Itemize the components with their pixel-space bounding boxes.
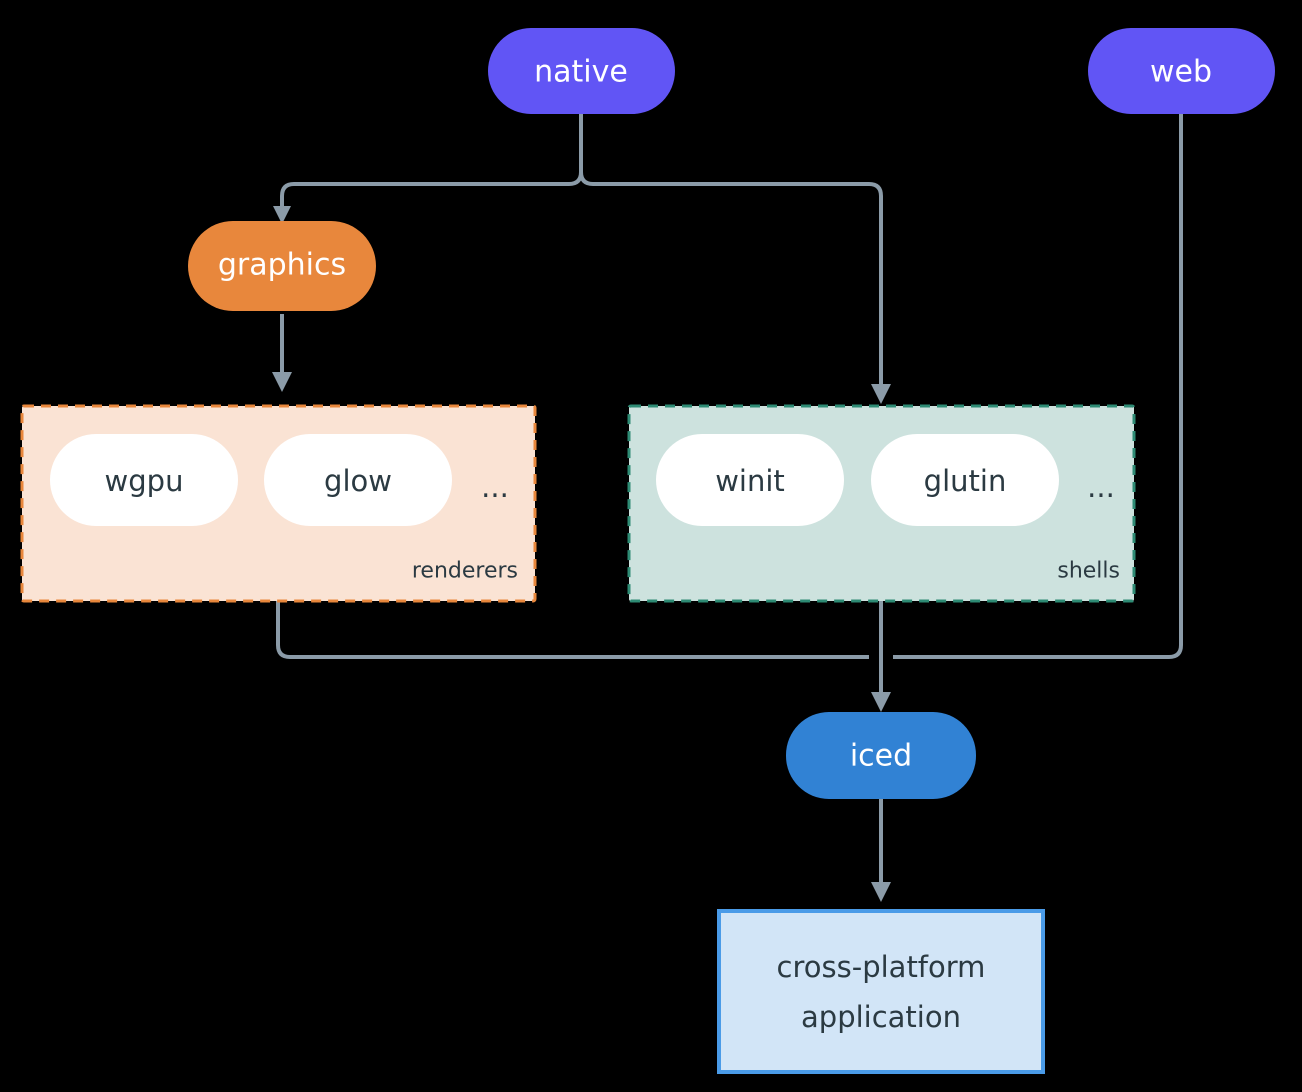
node-iced[interactable]: iced <box>786 712 976 799</box>
edge-renderers-to-iced <box>276 601 869 659</box>
arrowhead-renderers <box>272 372 292 392</box>
node-web[interactable]: web <box>1088 28 1275 114</box>
renderers-ellipsis: ... <box>481 470 509 504</box>
renderers-pill-0-label: wgpu <box>105 464 184 498</box>
shells-pill-0-label: winit <box>715 464 785 498</box>
graphics-label: graphics <box>218 248 346 283</box>
group-shells: winit glutin ... shells <box>627 404 1136 603</box>
renderers-pill-1[interactable] <box>264 434 452 526</box>
iced-shape[interactable] <box>786 712 976 799</box>
application-label-line2: application <box>801 1000 961 1034</box>
arrowhead-iced <box>871 692 891 712</box>
group-renderers: wgpu glow ... renderers <box>20 404 537 603</box>
shells-pill-1-label: glutin <box>924 464 1007 498</box>
shells-pill-1[interactable] <box>871 434 1059 526</box>
graphics-shape[interactable] <box>188 221 376 311</box>
arrowhead-shells <box>871 384 891 404</box>
arrowhead-graphics <box>273 206 291 224</box>
renderers-pill-0[interactable] <box>50 434 238 526</box>
node-native[interactable]: native <box>488 28 675 114</box>
edge-layer <box>272 112 1183 902</box>
edge-web-to-iced <box>893 112 1183 659</box>
native-shape[interactable] <box>488 28 675 114</box>
shells-pill-0[interactable] <box>656 434 844 526</box>
native-label: native <box>534 55 628 90</box>
node-graphics[interactable]: graphics <box>188 221 376 311</box>
node-application[interactable]: cross-platform application <box>717 909 1045 1074</box>
arrowhead-application <box>871 882 891 902</box>
web-label: web <box>1150 55 1212 90</box>
iced-label: iced <box>850 739 912 774</box>
web-shape[interactable] <box>1088 28 1275 114</box>
edge-native-to-graphics <box>280 171 583 212</box>
application-shape[interactable] <box>717 909 1045 1074</box>
application-label-line1: cross-platform <box>777 950 986 984</box>
renderers-caption: renderers <box>412 559 518 584</box>
shells-ellipsis: ... <box>1087 470 1115 504</box>
renderers-pill-1-label: glow <box>324 464 392 498</box>
shells-caption: shells <box>1057 559 1120 584</box>
edge-native-to-shells <box>579 171 883 390</box>
